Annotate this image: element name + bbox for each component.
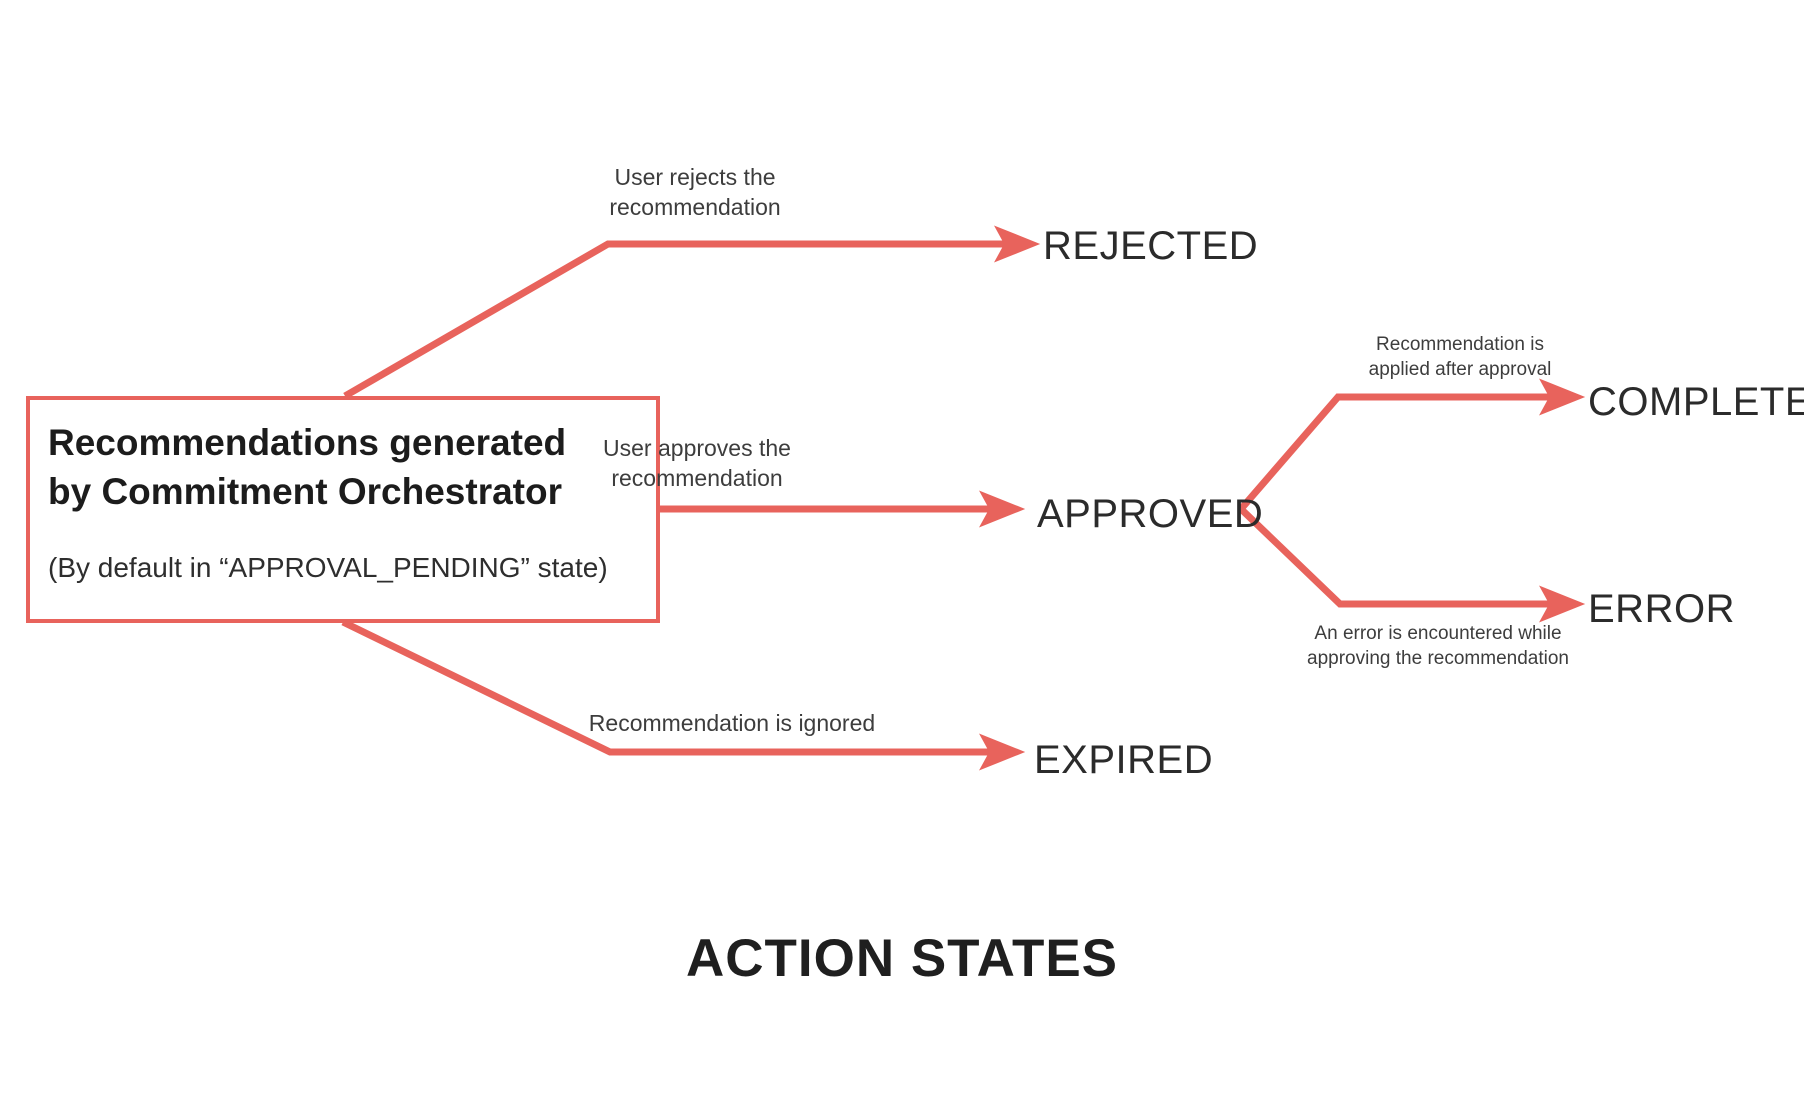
edge-label-to-rejected: User rejects the recommendation xyxy=(609,164,781,220)
state-approved: APPROVED xyxy=(1037,492,1264,536)
edge-line-to-rejected xyxy=(343,225,1041,400)
edge-line-to-completed xyxy=(1238,378,1586,512)
edge-label-to-expired: Recommendation is ignored xyxy=(588,710,876,736)
edge-label-to-approved: User approves the recommendation xyxy=(603,435,791,491)
edge-line-to-expired xyxy=(341,618,1026,771)
edge-label-to-completed: Recommendation is applied after approval xyxy=(1368,334,1552,380)
edge-label-to-error: An error is encountered while approving … xyxy=(1307,623,1569,669)
source-node-subtitle: (By default in “APPROVAL_PENDING” state) xyxy=(48,552,608,583)
source-node-title: Recommendations generated by Commitment … xyxy=(48,422,567,513)
state-expired: EXPIRED xyxy=(1034,738,1214,782)
state-rejected: REJECTED xyxy=(1043,224,1259,268)
diagram-title: ACTION STATES xyxy=(685,929,1119,988)
state-error: ERROR xyxy=(1588,587,1735,631)
edge-line-to-error xyxy=(1238,506,1586,623)
state-completed: COMPLETED xyxy=(1588,380,1804,424)
source-node-box: Recommendations generated by Commitment … xyxy=(26,396,660,623)
